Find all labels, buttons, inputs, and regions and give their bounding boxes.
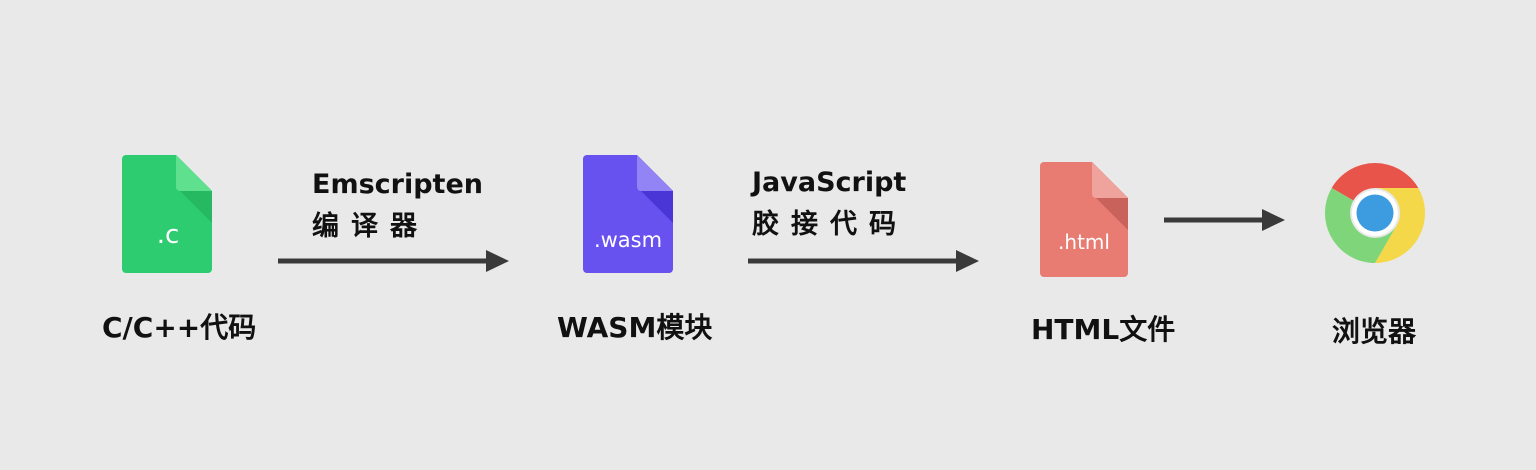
chrome-icon (1325, 163, 1425, 267)
arrow-wasm-to-html (748, 248, 980, 274)
wasm-file-icon: .wasm (583, 155, 673, 273)
compiler-label-line2: 编译器 (312, 211, 429, 242)
c-file-icon: .c (122, 155, 212, 273)
arrow-html-to-browser (1164, 207, 1286, 233)
html-file-icon: .html (1040, 162, 1128, 277)
c-file-ext: .c (157, 220, 180, 250)
glue-label: JavaScript 胶接代码 (752, 162, 908, 246)
c-source-label: C/C++代码 (102, 311, 257, 344)
glue-label-line1: JavaScript (752, 167, 907, 198)
wasm-file-ext: .wasm (594, 228, 662, 252)
wasm-module-label: WASM模块 (557, 311, 713, 344)
glue-label-line2: 胶接代码 (752, 209, 908, 240)
arrow-c-to-wasm (278, 248, 510, 274)
html-file-label: HTML文件 (1031, 313, 1176, 346)
compiler-label-line1: Emscripten (312, 169, 483, 200)
compiler-label: Emscripten 编译器 (312, 164, 483, 248)
html-file-ext: .html (1058, 230, 1110, 254)
browser-label: 浏览器 (1332, 315, 1417, 348)
